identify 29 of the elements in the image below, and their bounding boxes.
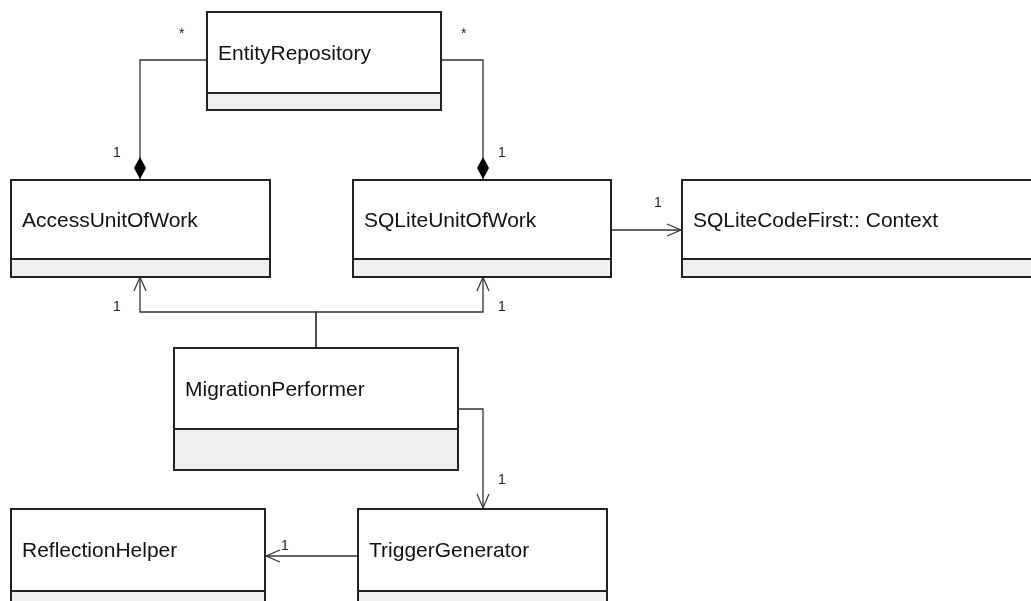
association-arrow (458, 408, 490, 509)
multiplicity-label: * (179, 26, 185, 40)
multiplicity-label: 1 (498, 472, 506, 486)
class-box (10, 179, 271, 278)
multiplicity-label: 1 (498, 299, 506, 313)
multiplicity-label: 1 (113, 299, 121, 313)
class-name: MigrationPerformer (185, 376, 365, 401)
class-box (173, 347, 459, 471)
multiplicity-label: 1 (113, 145, 121, 159)
class-box (10, 508, 266, 601)
class-box (681, 179, 1031, 278)
association-arrow (315, 276, 490, 348)
class-box (352, 179, 612, 278)
composition-connector (441, 59, 489, 180)
class-name: TriggerGenerator (369, 538, 530, 562)
class-box (357, 508, 608, 601)
class-name: EntityRepository (218, 40, 371, 65)
association-arrow (611, 223, 682, 237)
multiplicity-label: 1 (498, 145, 506, 159)
multiplicity-label: * (461, 26, 467, 40)
composition-connector (134, 59, 207, 180)
class-name: SQLiteUnitOfWork (364, 207, 537, 232)
class-name: AccessUnitOfWork (22, 207, 198, 232)
class-name: ReflectionHelper (22, 538, 178, 562)
multiplicity-label: 1 (654, 195, 662, 209)
association-arrow (265, 549, 358, 563)
multiplicity-label: 1 (281, 538, 289, 552)
class-name: SQLiteCodeFirst:: Context (693, 207, 939, 232)
class-box (206, 11, 442, 111)
